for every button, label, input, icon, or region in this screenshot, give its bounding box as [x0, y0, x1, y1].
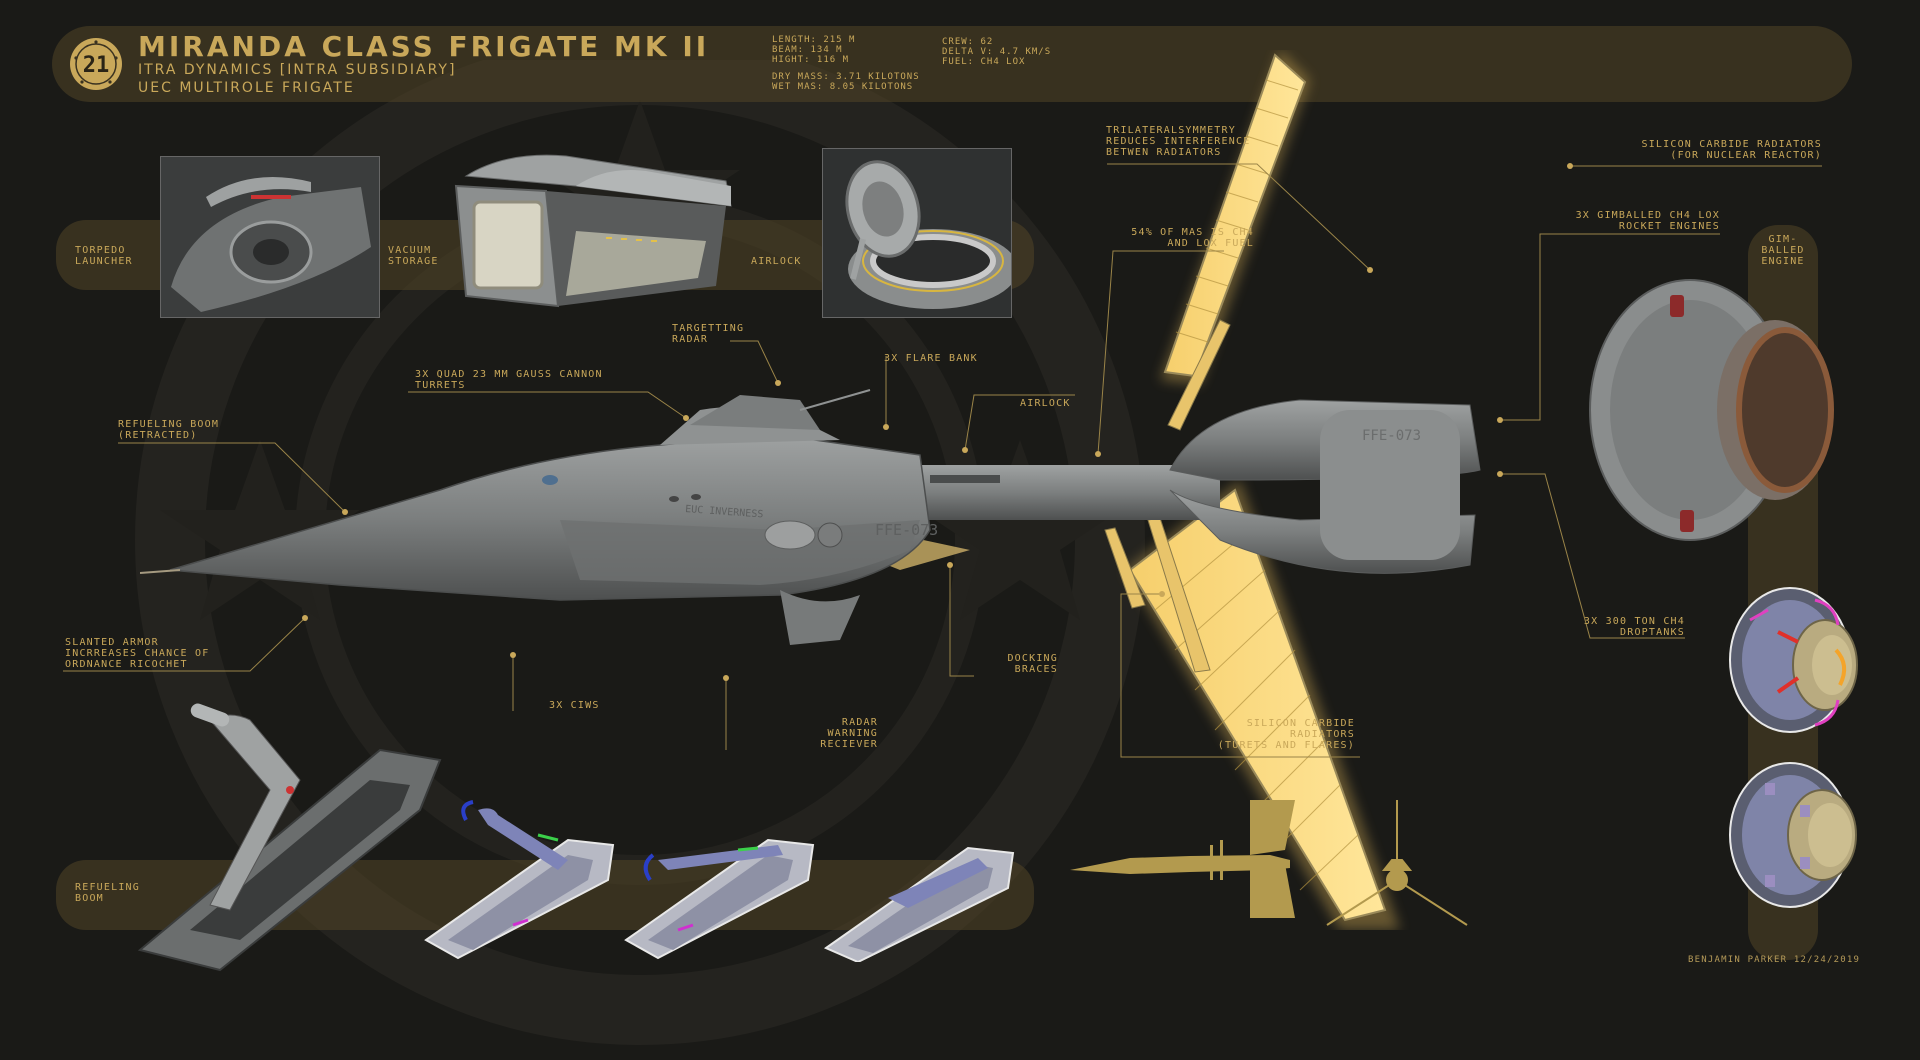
- boom-diagram-stage-3: [823, 846, 1015, 962]
- engine-reg-marking: FFE-073: [1362, 428, 1421, 444]
- spec-dry-mass: DRY MASS: 3.71 KILOTONS: [772, 72, 920, 82]
- label-vacuum-storage: VACUUM STORAGE: [388, 245, 439, 267]
- label-airlock-detail: AIRLOCK: [751, 256, 802, 267]
- boom-diagram-stage-2: [624, 838, 815, 960]
- torpedo-launcher-render: [160, 156, 380, 318]
- callout-ciws: 3X CIWS: [549, 700, 600, 711]
- frigate-main-render: FFE-073 EUC INVERNESS FFE-073: [140, 50, 1481, 930]
- boom-diagram-stage-1: [424, 800, 615, 960]
- callout-refueling-boom-retracted: REFUELING BOOM (RETRACTED): [118, 419, 220, 441]
- hull-reg-marking: FFE-073: [875, 521, 938, 539]
- upper-radiator-panel: [1160, 50, 1310, 385]
- side-silhouette: [1070, 800, 1295, 918]
- callout-gimballed-engines: 3X GIMBALLED CH4 LOX ROCKET ENGINES: [1575, 210, 1720, 232]
- callout-sic-radiators-nuclear: SILICON CARBIDE RADIATORS (FOR NUCLEAR R…: [1641, 139, 1822, 161]
- spec-delta-v: DELTA V: 4.7 KM/S: [942, 47, 1052, 57]
- vacuum-storage-render: [454, 154, 732, 308]
- callout-leader-lines: [63, 163, 1822, 758]
- callout-airlock: AIRLOCK: [1020, 398, 1071, 409]
- specs-crew: CREW: 62 DELTA V: 4.7 KM/S FUEL: CH4 LOX: [942, 37, 1051, 67]
- logo-text: 21: [83, 53, 110, 78]
- callout-docking-braces: DOCKING BRACES: [1007, 653, 1058, 675]
- callout-droptanks: 3X 300 TON CH4 DROPTANKS: [1583, 616, 1685, 638]
- spec-beam: BEAM: 134 M: [772, 45, 843, 55]
- callout-fuel-mass: 54% OF MAS IS CH4 AND LOX FUEL: [1131, 227, 1254, 249]
- spec-fuel: FUEL: CH4 LOX: [942, 57, 1026, 67]
- spec-crew: CREW: 62: [942, 37, 994, 47]
- callout-flare-bank: 3X FLARE BANK: [884, 353, 978, 364]
- label-refueling-boom: REFUELING BOOM: [75, 882, 140, 904]
- label-gimballed-engine: GIM- BALLED ENGINE: [1761, 234, 1805, 267]
- lower-radiator-panel: [1125, 480, 1400, 930]
- header-band: [52, 26, 1852, 102]
- spec-length: LENGTH: 215 M: [772, 35, 856, 45]
- logo-badge: 21: [70, 38, 122, 90]
- airlock-render: [822, 148, 1012, 318]
- specs-dimensions: LENGTH: 215 M BEAM: 134 M HIGHT: 116 M D…: [772, 35, 920, 92]
- gimbal-diagram-1: [1729, 587, 1858, 733]
- callout-trilateral-symmetry: TRILATERALSYMMETRY REDUCES INTERFERENCE …: [1106, 125, 1251, 158]
- gimballed-engine-render: [1589, 279, 1834, 541]
- hull-name-marking: EUC INVERNESS: [685, 504, 764, 520]
- callout-radar-warning-receiver: RADAR WARNING RECIEVER: [820, 717, 878, 750]
- callout-sic-radiators-turrets: SILICON CARBIDE RADIATORS (TURETS AND FL…: [1217, 718, 1355, 751]
- spec-height: HIGHT: 116 M: [772, 55, 850, 65]
- callout-gauss-turrets: 3X QUAD 23 MM GAUSS CANNON TURRETS: [415, 369, 603, 391]
- callout-slanted-armor: SLANTED ARMOR INCRREASES CHANCE OF ORDNA…: [65, 637, 210, 670]
- manufacturer: ITRA DYNAMICS [INTRA SUBSIDIARY]: [138, 62, 457, 78]
- rear-silhouette: [1326, 800, 1468, 926]
- label-torpedo-launcher: TORPEDO LAUNCHER: [75, 245, 133, 267]
- refueling-boom-render: [137, 703, 442, 972]
- callout-targetting-radar: TARGETTING RADAR: [672, 323, 745, 345]
- page-title: MIRANDA CLASS FRIGATE MK II: [138, 30, 710, 63]
- spec-wet-mass: WET MAS: 8.05 KILOTONS: [772, 82, 914, 92]
- gimbal-diagram-2: [1729, 762, 1857, 908]
- signature: BENJAMIN PARKER 12/24/2019: [1688, 955, 1861, 965]
- ship-role: UEC MULTIROLE FRIGATE: [138, 80, 355, 96]
